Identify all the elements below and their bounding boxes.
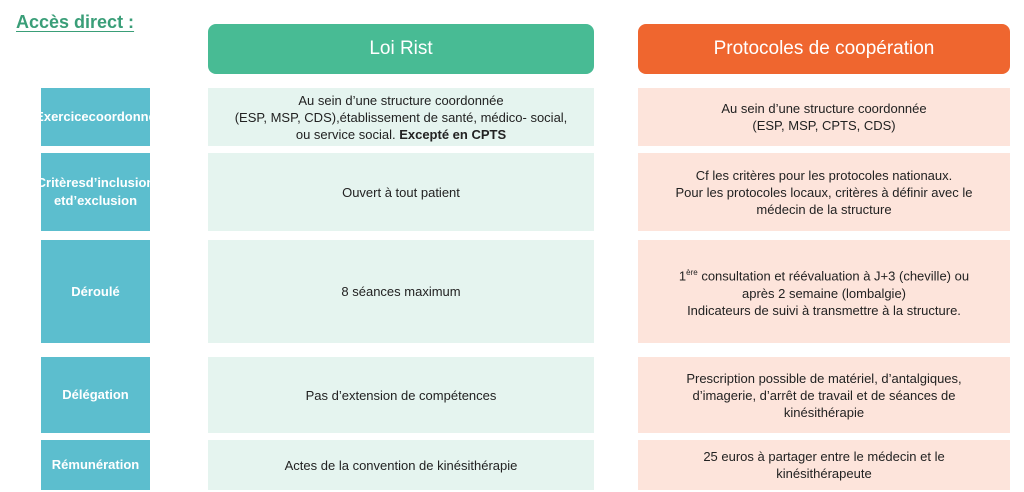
loi-rist-cell-delegation: Pas d’extension de compétences	[208, 357, 594, 433]
loi-rist-header: Loi Rist	[208, 24, 594, 74]
cell-text: consultation et réévaluation à J+3 (chev…	[697, 268, 970, 284]
protocoles-header: Protocoles de coopération	[638, 24, 1010, 74]
loi-rist-cell-criteres: Ouvert à tout patient	[208, 153, 594, 231]
cell-bold-text: Excepté en CPTS	[399, 126, 507, 142]
cell-line: kinésithérapie	[783, 404, 865, 420]
label-line: Déroulé	[71, 283, 120, 299]
label-line: Critères	[36, 175, 86, 190]
cell-line: ou service social. Excepté en CPTS	[235, 126, 568, 143]
loi-rist-cell-deroule: 8 séances maximum	[208, 240, 594, 343]
cell-line: Au sein d’une structure coordonnée	[298, 92, 504, 108]
loi-rist-cell-exercice: Au sein d’une structure coordonnée (ESP,…	[208, 88, 594, 146]
cell-line: d’imagerie, d’arrêt de travail et de séa…	[692, 387, 956, 403]
protocoles-cell-exercice: Au sein d’une structure coordonnée (ESP,…	[638, 88, 1010, 146]
protocoles-cell-remuneration: 25 euros à partager entre le médecin et …	[638, 440, 1010, 490]
row-label-remuneration: Rémunération	[41, 440, 150, 490]
cell-line: médecin de la structure	[756, 201, 892, 217]
protocoles-cell-deroule: 1ère consultation et réévaluation à J+3 …	[638, 240, 1010, 343]
cell-line: Indicateurs de suivi à transmettre à la …	[687, 302, 961, 318]
cell-line: Pas d’extension de compétences	[305, 387, 497, 403]
cell-line: (ESP, MSP, CPTS, CDS)	[752, 118, 896, 133]
row-label-exercice: Exercicecoordonné	[35, 88, 156, 146]
label-line: Rémunération	[51, 457, 140, 472]
label-line: d’inclusion et	[53, 175, 155, 208]
cell-line: Au sein d’une structure coordonnée	[721, 101, 927, 116]
label-line: d’exclusion	[65, 193, 138, 208]
cell-line: Actes de la convention de kinésithérapie	[284, 457, 518, 473]
cell-line: 8 séances maximum	[341, 284, 461, 299]
row-label-deroule: Déroulé	[41, 240, 150, 343]
cell-line: Pour les protocoles locaux, critères à d…	[675, 184, 973, 200]
cell-line: (ESP, MSP, CDS),établissement de santé, …	[234, 109, 568, 125]
superscript: ère	[686, 268, 698, 278]
cell-line: Ouvert à tout patient	[342, 184, 460, 200]
cell-line: 1ère consultation et réévaluation à J+3 …	[679, 264, 969, 284]
protocoles-cell-delegation: Prescription possible de matériel, d’ant…	[638, 357, 1010, 433]
cell-line: Cf les critères pour les protocoles nati…	[695, 167, 953, 183]
cell-line: Prescription possible de matériel, d’ant…	[686, 370, 962, 386]
cell-text: ou service social.	[295, 126, 400, 142]
label-line: Exercice	[35, 109, 89, 124]
cell-line: kinésithérapeute	[776, 466, 872, 481]
page-title: Accès direct :	[16, 12, 135, 32]
label-line: coordonné	[88, 109, 156, 124]
cell-text: 1	[678, 268, 687, 284]
row-label-criteres: Critèresd’inclusion etd’exclusion	[37, 153, 154, 231]
row-label-delegation: Délégation	[41, 357, 150, 433]
cell-line: après 2 semaine (lombalgie)	[741, 285, 907, 301]
cell-line: 25 euros à partager entre le médecin et …	[703, 449, 945, 464]
protocoles-cell-criteres: Cf les critères pour les protocoles nati…	[638, 153, 1010, 231]
label-line: Délégation	[62, 387, 129, 402]
loi-rist-cell-remuneration: Actes de la convention de kinésithérapie	[208, 440, 594, 490]
